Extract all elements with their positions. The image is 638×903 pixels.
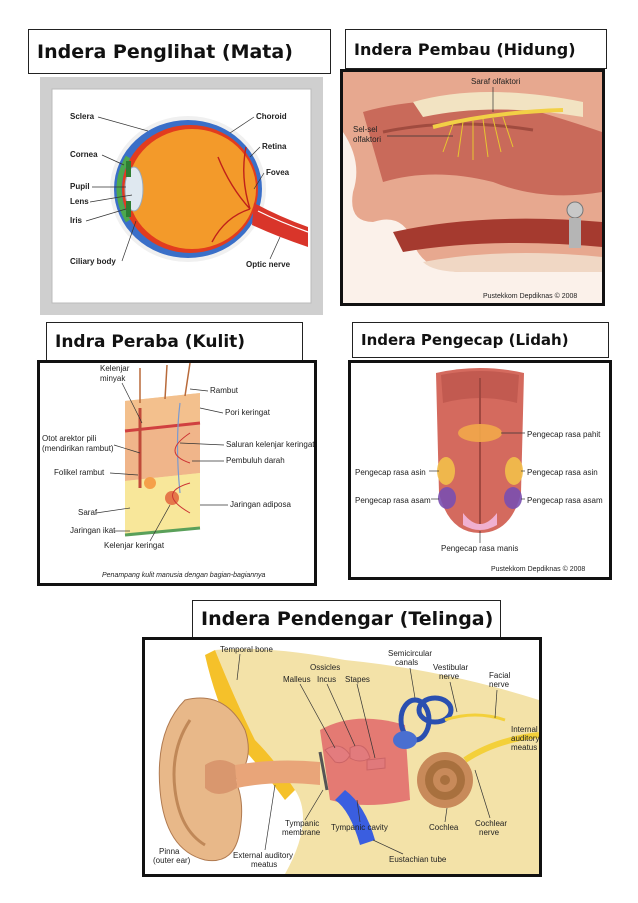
label-otot-2: (mendirikan rambut) [42, 444, 114, 453]
label-rasa-asin-kiri: Pengecap rasa asin [355, 468, 426, 477]
label-kelenjar-minyak-2: minyak [100, 374, 126, 383]
eye-title: Indera Penglihat (Mata) [28, 29, 331, 74]
label-tympanic-1: Tympanic [285, 819, 319, 828]
label-facial-1: Facial [489, 671, 511, 680]
label-choroid: Choroid [256, 112, 287, 121]
label-external-2: meatus [251, 860, 277, 869]
label-incus: Incus [317, 675, 336, 684]
label-saraf-olfaktori: Saraf olfaktori [471, 77, 521, 86]
label-vestibular-1: Vestibular [433, 663, 468, 672]
label-cochlear-nerve-1: Cochlear [475, 819, 507, 828]
tongue-title: Indera Pengecap (Lidah) [352, 322, 609, 358]
label-pori-keringat: Pori keringat [225, 408, 271, 417]
nose-credit: Pustekkom Depdiknas © 2008 [483, 292, 577, 300]
label-temporal-bone: Temporal bone [220, 645, 273, 654]
label-rasa-pahit: Pengecap rasa pahit [527, 430, 601, 439]
label-internal-1: Internal [511, 725, 538, 734]
label-ciliary: Ciliary body [70, 257, 116, 266]
label-cochlea: Cochlea [429, 823, 459, 832]
label-rambut: Rambut [210, 386, 239, 395]
label-facial-2: nerve [489, 680, 510, 689]
label-rasa-asam-kanan: Pengecap rasa asam [527, 496, 603, 505]
label-external-1: External auditory [233, 851, 293, 860]
label-pembuluh-darah: Pembuluh darah [226, 456, 285, 465]
nose-title: Indera Pembau (Hidung) [345, 29, 607, 69]
nose-diagram: Saraf olfaktori Sel-sel olfaktori Pustek… [340, 69, 605, 306]
label-malleus: Malleus [283, 675, 311, 684]
label-rasa-manis: Pengecap rasa manis [441, 544, 518, 553]
tongue-credit: Pustekkom Depdiknas © 2008 [491, 565, 585, 573]
label-pinna-2: (outer ear) [153, 856, 191, 865]
label-rasa-asin-kanan: Pengecap rasa asin [527, 468, 598, 477]
label-sel-olfaktori-1: Sel-sel [353, 125, 378, 134]
label-sclera: Sclera [70, 112, 95, 121]
label-jaringan-adiposa: Jaringan adiposa [230, 500, 291, 509]
label-cochlear-nerve-2: nerve [479, 828, 500, 837]
label-semicircular-2: canals [395, 658, 418, 667]
label-kelenjar-keringat: Kelenjar keringat [104, 541, 165, 550]
label-stapes: Stapes [345, 675, 370, 684]
skin-diagram: Kelenjar minyak Rambut Pori keringat Oto… [37, 360, 317, 586]
ear-title: Indera Pendengar (Telinga) [192, 600, 501, 638]
label-tympanic-cavity: Tympanic cavity [331, 823, 388, 832]
label-internal-2: auditory [511, 734, 539, 743]
label-tympanic-2: membrane [282, 828, 321, 837]
label-saraf: Saraf [78, 508, 98, 517]
label-ossicles: Ossicles [310, 663, 340, 672]
label-optic-nerve: Optic nerve [246, 260, 291, 269]
label-otot-1: Otot arektor pili [42, 434, 96, 443]
label-retina: Retina [262, 142, 287, 151]
ear-diagram: Temporal bone Ossicles Malleus Incus Sta… [142, 637, 542, 877]
label-semicircular-1: Semicircular [388, 649, 432, 658]
label-sel-olfaktori-2: olfaktori [353, 135, 381, 144]
label-internal-3: meatus [511, 743, 537, 752]
skin-title: Indra Peraba (Kulit) [46, 322, 303, 362]
label-iris: Iris [70, 216, 83, 225]
label-vestibular-2: nerve [439, 672, 460, 681]
label-rasa-asam-kiri: Pengecap rasa asam [355, 496, 431, 505]
label-saluran-keringat: Saluran kelenjar keringat [226, 440, 314, 449]
skin-caption: Penampang kulit manusia dengan bagian-ba… [102, 572, 266, 579]
label-fovea: Fovea [266, 168, 290, 177]
label-eustachian-tube: Eustachian tube [389, 855, 447, 864]
label-kelenjar-minyak-1: Kelenjar [100, 364, 130, 373]
label-lens: Lens [70, 197, 89, 206]
eye-diagram: Sclera Cornea Pupil Lens Iris Ciliary bo… [40, 77, 323, 315]
label-pupil: Pupil [70, 182, 90, 191]
label-folikel-rambut: Folikel rambut [54, 468, 105, 477]
tongue-diagram: Pengecap rasa pahit Pengecap rasa asin P… [348, 360, 612, 580]
label-cornea: Cornea [70, 150, 98, 159]
label-jaringan-ikat: Jaringan ikat [70, 526, 116, 535]
label-pinna-1: Pinna [159, 847, 180, 856]
